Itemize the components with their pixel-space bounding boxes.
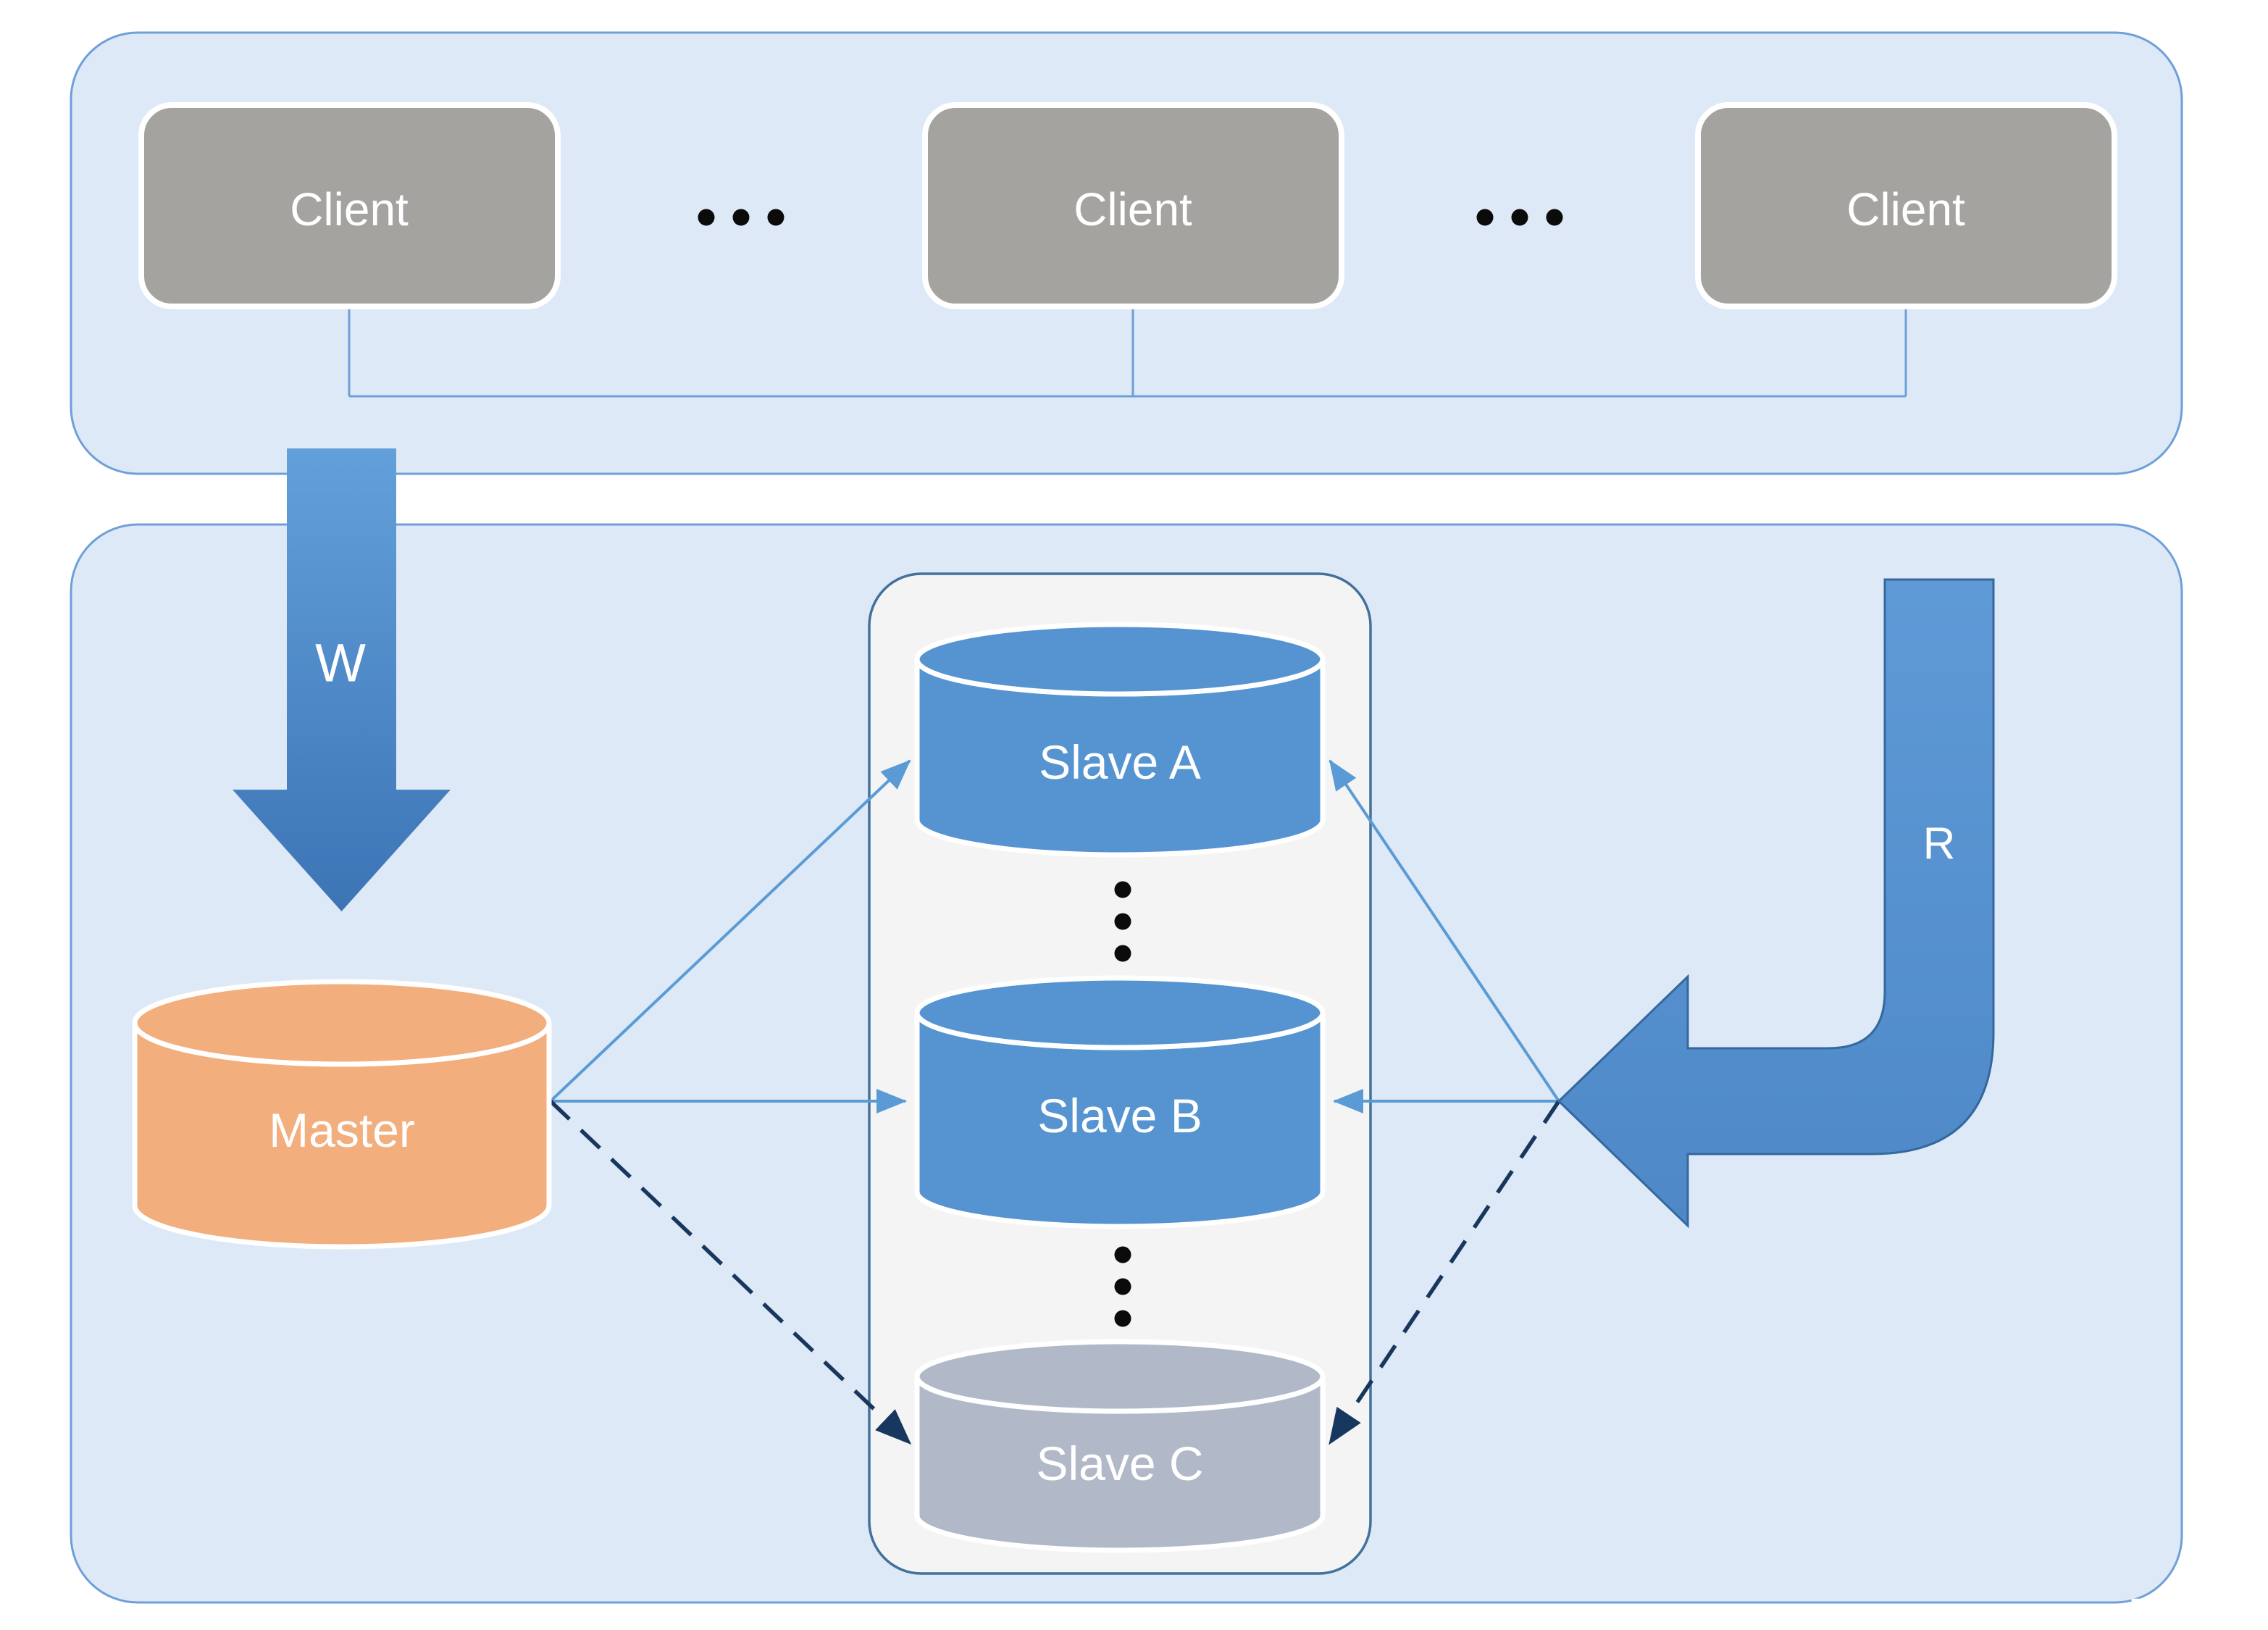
client-box-1: Client bbox=[138, 102, 561, 309]
clients-ellipsis-right bbox=[1476, 209, 1563, 226]
watermark-text: 聚集网 bbox=[2130, 1597, 2213, 1628]
slave-c-label: Slave C bbox=[1036, 1437, 1203, 1490]
link-read-to-slave-a bbox=[1328, 759, 1560, 1103]
client-box-2: Client bbox=[922, 102, 1344, 309]
slave-b-label: Slave B bbox=[1037, 1089, 1202, 1142]
client-box-1-shape bbox=[138, 102, 561, 309]
slaves-ellipsis-top bbox=[1114, 881, 1131, 962]
vertical-ellipsis-dot-icon bbox=[1114, 1246, 1131, 1263]
horizontal-ellipsis-dot-icon bbox=[732, 209, 750, 226]
read-arrow-shape bbox=[1557, 578, 1995, 1229]
master-db-label: Master bbox=[269, 1103, 415, 1157]
horizontal-ellipsis-dot-icon bbox=[767, 209, 784, 226]
client-box-3: Client bbox=[1695, 102, 2117, 309]
write-arrow: W bbox=[233, 448, 451, 911]
client-box-3-shape bbox=[1695, 102, 2117, 309]
master-db-top bbox=[132, 979, 552, 1067]
link-read-to-slave-c-dashed bbox=[1328, 1100, 1561, 1445]
slave-a-cylinder: Slave A bbox=[914, 622, 1326, 858]
slave-a-label: Slave A bbox=[1039, 735, 1201, 789]
vertical-ellipsis-dot-icon bbox=[1114, 881, 1131, 898]
master-db-cylinder: Master bbox=[132, 979, 552, 1250]
vertical-ellipsis-dot-icon bbox=[1114, 1310, 1131, 1327]
client-box-2-label: Client bbox=[1074, 183, 1192, 235]
slave-a-top bbox=[914, 622, 1326, 697]
horizontal-ellipsis-dot-icon bbox=[1476, 209, 1494, 226]
horizontal-ellipsis-dot-icon bbox=[1511, 209, 1528, 226]
read-arrow: R bbox=[1557, 578, 1995, 1229]
write-arrow-label: W bbox=[315, 633, 366, 693]
clients-ellipsis-left bbox=[698, 209, 784, 226]
client-box-2-shape bbox=[922, 102, 1344, 309]
slave-b-cylinder: Slave B bbox=[914, 975, 1326, 1229]
slave-c-top bbox=[914, 1339, 1326, 1414]
slave-b-top bbox=[914, 975, 1326, 1050]
link-master-to-slave-a bbox=[549, 759, 911, 1103]
slave-c-cylinder: Slave C bbox=[914, 1339, 1326, 1553]
horizontal-ellipsis-dot-icon bbox=[698, 209, 715, 226]
client-box-1-label: Client bbox=[290, 183, 409, 235]
vertical-ellipsis-dot-icon bbox=[1114, 945, 1131, 962]
write-arrow-shape bbox=[233, 448, 451, 911]
read-arrow-label: R bbox=[1923, 819, 1956, 869]
vertical-ellipsis-dot-icon bbox=[1114, 1278, 1131, 1295]
client-box-3-label: Client bbox=[1846, 183, 1965, 235]
client-connector-lines bbox=[348, 308, 1907, 398]
horizontal-ellipsis-dot-icon bbox=[1546, 209, 1563, 226]
slaves-ellipsis-bottom bbox=[1114, 1246, 1131, 1327]
vertical-ellipsis-dot-icon bbox=[1114, 913, 1131, 930]
